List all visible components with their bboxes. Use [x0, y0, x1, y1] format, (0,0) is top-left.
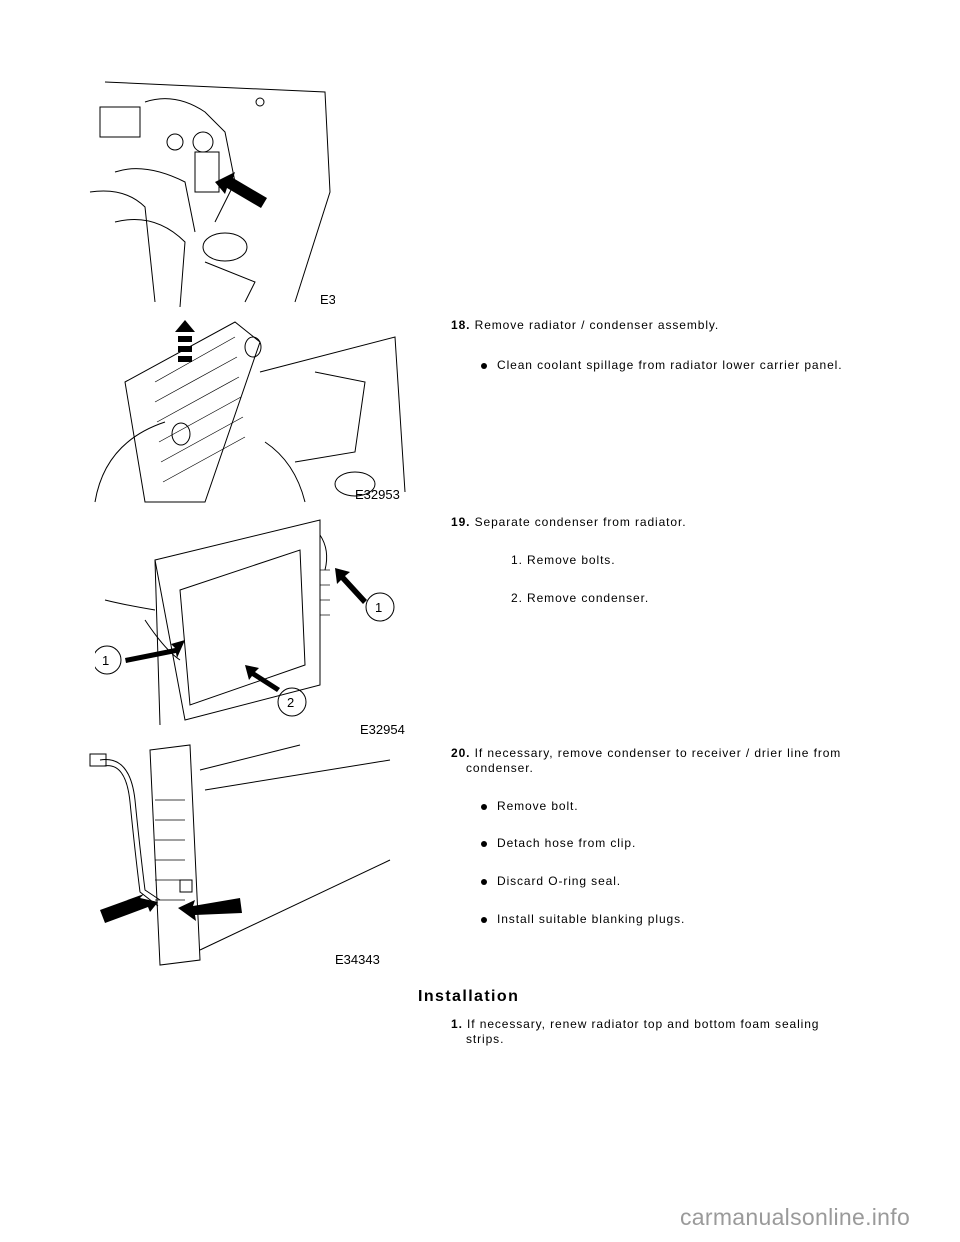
bullet-icon — [481, 917, 487, 923]
step-text-continued: strips. — [466, 1032, 505, 1046]
bullet-icon — [481, 841, 487, 847]
condenser-radiator-illustration-icon: 1 1 2 E32954 — [95, 519, 405, 737]
substep-item: 2. Remove condenser. — [511, 591, 650, 605]
bullet-item: Detach hose from clip. — [497, 836, 637, 850]
step-text: Separate condenser from radiator. — [474, 515, 687, 529]
step-19: 19. Separate condenser from radiator. — [451, 515, 686, 530]
bullet-item: Discard O-ring seal. — [497, 874, 622, 888]
step-number: 20. — [451, 746, 471, 760]
step-text: Remove radiator / condenser assembly. — [474, 318, 720, 332]
step-number: 18. — [451, 318, 471, 332]
bullet-item: Clean coolant spillage from radiator low… — [497, 358, 843, 372]
installation-step-1: 1. If necessary, renew radiator top and … — [451, 1017, 819, 1032]
step-text: If necessary, renew radiator top and bot… — [467, 1017, 820, 1031]
figure-label: E32953 — [355, 487, 400, 502]
watermark: carmanualsonline.info — [680, 1204, 911, 1230]
receiver-drier-line-illustration-icon: E34343 — [89, 744, 391, 967]
step-number: 1. — [451, 1017, 463, 1031]
radiator-removal-illustration-icon: E32953 — [94, 320, 406, 503]
figure-engine-bay: E35478 — [85, 72, 335, 317]
callout-1: 1 — [375, 600, 382, 615]
step-text: If necessary, remove condenser to receiv… — [474, 746, 842, 760]
figure-condenser-radiator: 1 1 2 E32954 — [95, 510, 405, 738]
step-number: 19. — [451, 515, 471, 529]
bullet-item: Remove bolt. — [497, 799, 579, 813]
bullet-icon — [481, 363, 487, 369]
bullet-item: Install suitable blanking plugs. — [497, 912, 686, 926]
callout-1: 1 — [102, 653, 109, 668]
bullet-icon — [481, 879, 487, 885]
callout-2: 2 — [287, 695, 294, 710]
engine-bay-illustration-icon: E35478 — [89, 81, 335, 308]
figure-label: E32954 — [360, 722, 405, 737]
section-heading: Installation — [418, 988, 520, 1005]
figure-label: E35478 — [320, 292, 335, 307]
step-18: 18. Remove radiator / condenser assembly… — [451, 318, 719, 333]
figure-radiator-removal: E32953 — [85, 312, 425, 507]
step-text-continued: condenser. — [466, 761, 534, 775]
step-20: 20. If necessary, remove condenser to re… — [451, 746, 841, 761]
bullet-icon — [481, 804, 487, 810]
substep-item: 1. Remove bolts. — [511, 553, 616, 567]
figure-label: E34343 — [335, 952, 380, 967]
figure-receiver-drier-line: E34343 — [80, 740, 400, 968]
